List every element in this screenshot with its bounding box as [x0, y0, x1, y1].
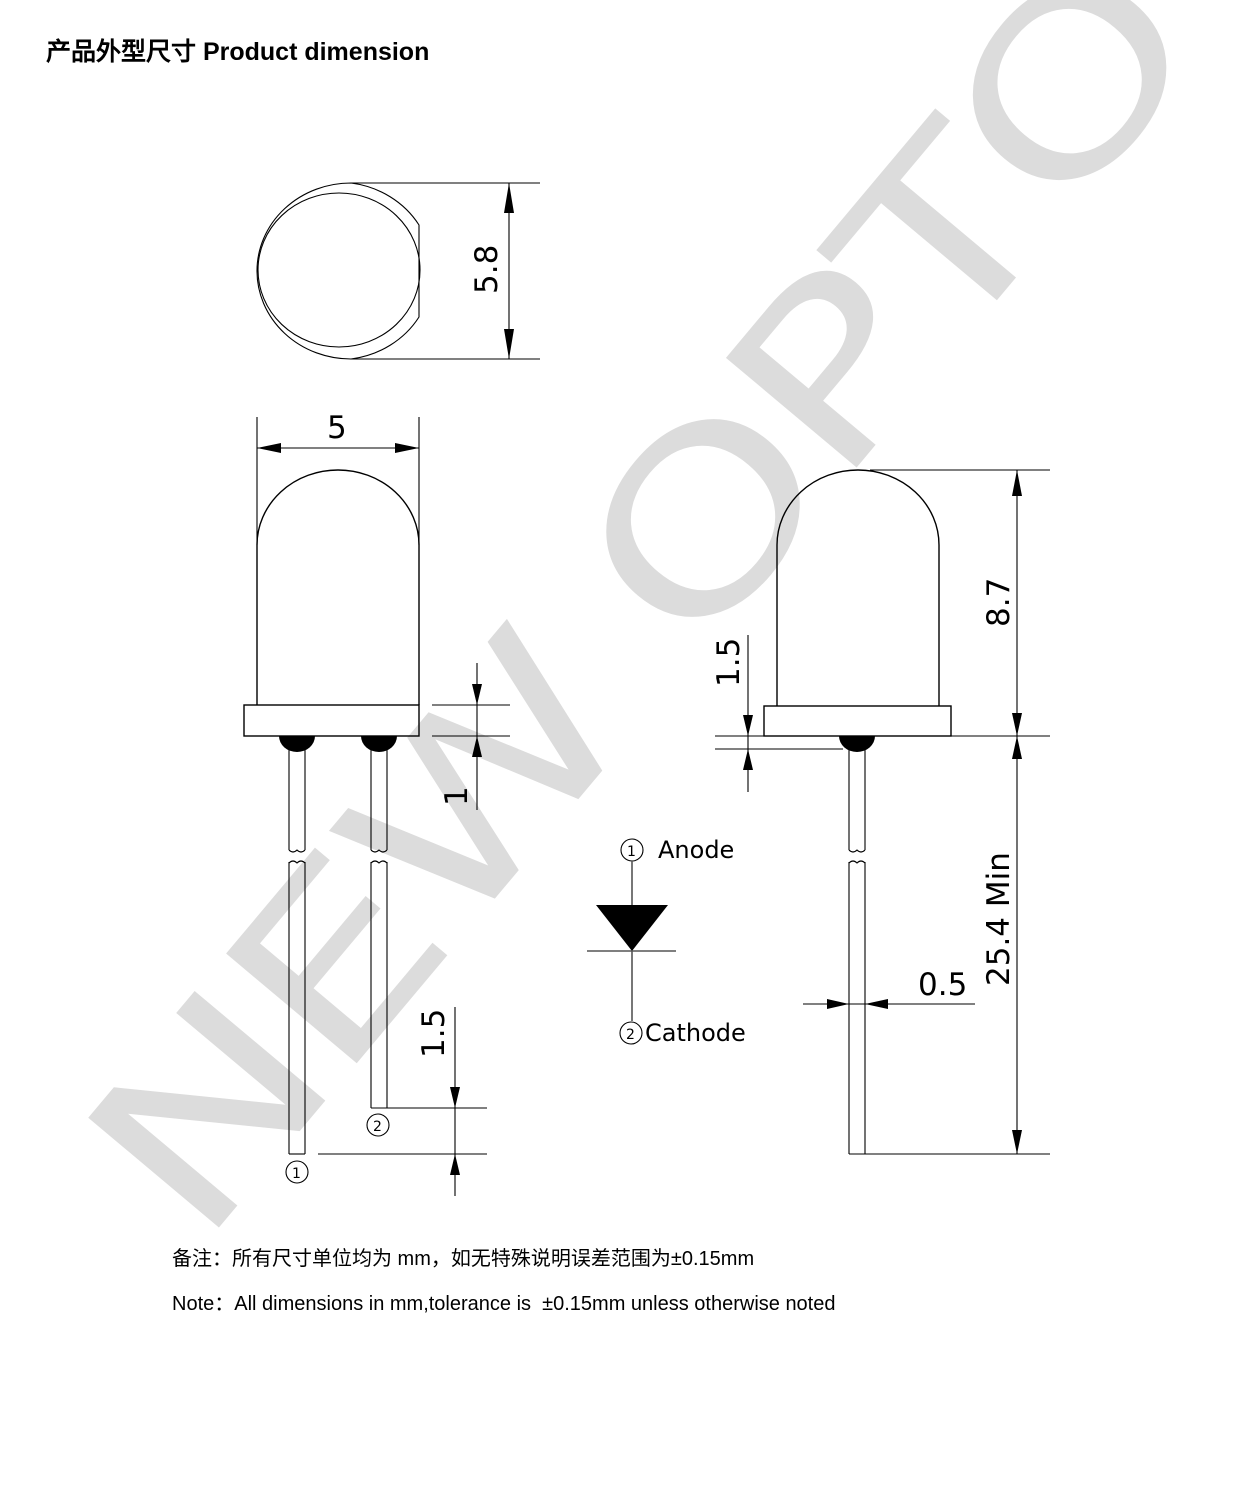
cathode-label: Cathode: [645, 1019, 746, 1047]
pin1-marker: 1: [292, 1166, 301, 1182]
cathode-pin-number: 2: [626, 1027, 635, 1043]
lead-offset-dimension-label: 1.5: [416, 1009, 452, 1058]
note-english: Note：All dimensions in mm,tolerance is ±…: [172, 1293, 836, 1315]
top-view: 5.8: [256, 182, 540, 360]
anode-pin-number: 1: [627, 844, 636, 860]
lead-length-dimension-label: 25.4 Min: [981, 852, 1017, 986]
diameter-dimension-label: 5.8: [469, 245, 505, 294]
pin2-marker: 2: [373, 1119, 382, 1135]
body-height-dimension-label: 8.7: [981, 578, 1017, 627]
note-chinese: 备注：所有尺寸单位均为 mm，如无特殊说明误差范围为±0.15mm: [172, 1248, 755, 1270]
diode-schematic: 1 Anode 2 Cathode: [587, 836, 746, 1047]
flange-dimension-label: 1: [439, 786, 475, 806]
watermark: NEW OPTO: [34, 0, 1247, 1286]
width-dimension-label: 5: [327, 410, 347, 446]
page-title: 产品外型尺寸 Product dimension: [46, 38, 430, 66]
side-view: 5 1 2 1: [243, 410, 510, 1196]
lead-diameter-dimension-label: 0.5: [918, 967, 967, 1003]
front-view: 8.7 25.4 Min 1.5 0.5: [711, 469, 1050, 1155]
watermark-text: NEW OPTO: [34, 0, 1247, 1286]
flange-height-dimension-label: 1.5: [711, 638, 747, 687]
anode-label: Anode: [658, 836, 734, 864]
